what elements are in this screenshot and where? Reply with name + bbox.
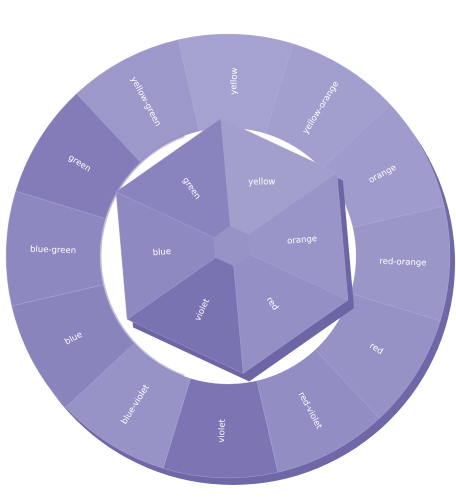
ring-label-yellow: yellow	[229, 67, 240, 95]
hexagon-label-orange: orange	[287, 234, 318, 247]
hexagon-center	[213, 226, 251, 266]
ring-label-red-orange: red-orange	[379, 257, 426, 269]
ring-label-violet: violet	[217, 418, 228, 443]
hexagon-label-yellow: yellow	[248, 178, 275, 188]
hexagon-label-blue: blue	[152, 247, 171, 259]
ring-label-blue-green: blue-green	[30, 245, 76, 257]
ring-inner-edge	[98, 134, 185, 378]
